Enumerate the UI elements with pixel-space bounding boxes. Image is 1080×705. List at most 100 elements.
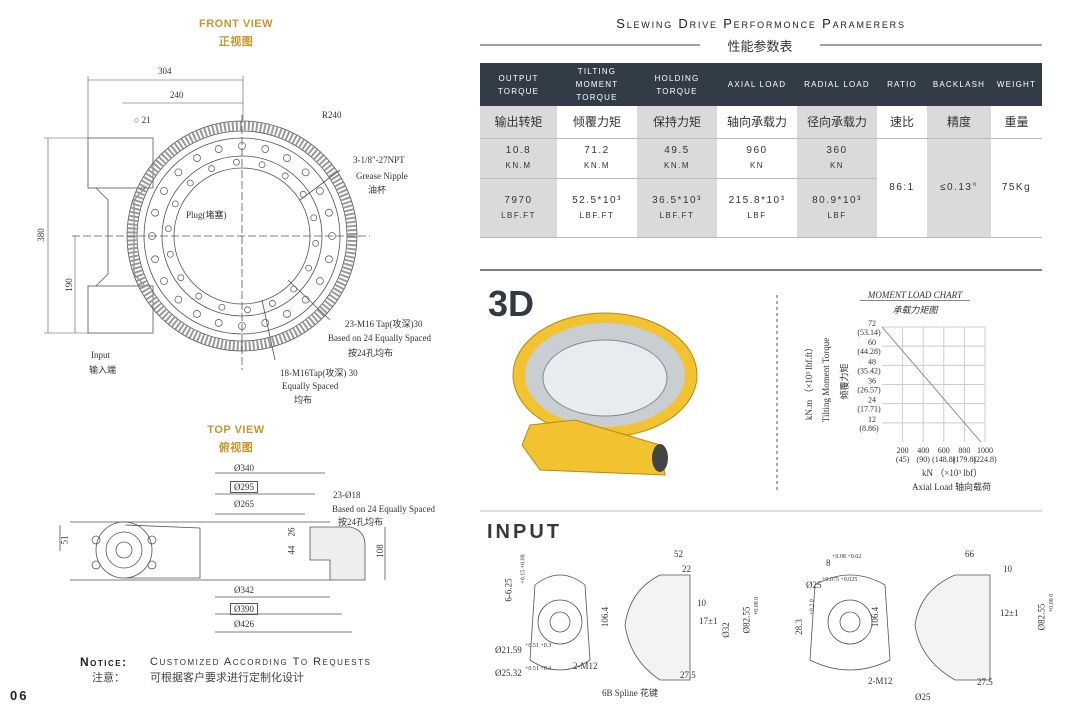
dim-d390: Ø390 (230, 603, 258, 615)
y-tick-label-imperial: (8.86) (859, 424, 879, 433)
input-dim-left-d2tol: +0.51 +0.3 (525, 643, 552, 649)
chart-xlabel2: Axial Load 轴向载荷 (912, 482, 991, 492)
label-grease-cn: 油杯 (368, 185, 387, 195)
chart-title: MOMENT LOAD CHART (860, 290, 970, 301)
input-dim-right-h28tol: +0.2 0 (809, 599, 816, 615)
unit: kN.m (505, 161, 532, 170)
value: 80.9*10³ (812, 194, 862, 206)
label-top-based: Based on 24 Equally Spaced (332, 504, 435, 514)
input-dim-left-d3: Ø25.32 (495, 668, 522, 678)
chart-xlabel: kN （×10³ lbf） (922, 468, 983, 478)
y-tick-label: 36 (868, 377, 876, 386)
label-equal-cn: 均布 (294, 395, 313, 405)
value: 10.8 (505, 145, 532, 156)
input-dim-right-d25: Ø25 (806, 580, 822, 590)
input-dim-left-d1: 6-6.25 (503, 578, 514, 602)
y-tick-label-imperial: (44.28) (857, 347, 881, 356)
cell: 71.2 kN.m (557, 138, 637, 179)
label-npt: 3-1/8"-27NPT (353, 155, 405, 165)
top-view-title: TOP VIEW (207, 424, 265, 436)
label-tap23: 23-M16 Tap(攻深)30 (345, 319, 423, 329)
input-dim-left-d82tol: +0.08 0 (754, 596, 761, 616)
performance-title-cn: 性能参数表 (727, 39, 793, 54)
value: 215.8*10³ (728, 194, 786, 206)
x-tick-label-imperial: (179.8) (953, 455, 977, 464)
input-dim-left-h: 106.4 (600, 606, 611, 628)
y-tick-label-imperial: (53.14) (857, 328, 881, 337)
unit: kN (749, 161, 765, 170)
input-dim-left-w52: 52 (674, 549, 683, 559)
input-dim-right-w27: 27.5 (977, 677, 993, 687)
cell: 960kN (717, 138, 797, 179)
notice-text: Customized According To Requests (150, 656, 372, 668)
input-dim-right-w66: 66 (965, 549, 974, 559)
input-dim-right-d82tol: +0.08 0 (1049, 593, 1056, 613)
unit: lbf.ft (659, 210, 695, 220)
input-dim-right-d25tol: +0.075 +0.025 (822, 577, 858, 583)
dim-21: ○ 21 (134, 115, 151, 125)
label-equal: Equally Spaced (282, 381, 339, 391)
header-cell: Holding Torque (637, 63, 717, 106)
notice-label: Notice: (80, 655, 128, 669)
label-input-cn: 输入端 (89, 365, 117, 375)
table-row: 输出转矩 倾覆力矩 保持力矩 轴向承载力 径向承载力 速比 精度 重量 (480, 106, 1042, 139)
header-cell: Radial Load (797, 63, 877, 106)
dim-304: 304 (158, 66, 172, 76)
input-dim-left-d2: Ø21.59 (495, 645, 522, 655)
dim-240: 240 (170, 90, 184, 100)
cell: 径向承载力 (797, 106, 877, 139)
section-3d-title: 3D (488, 283, 535, 324)
label-top-based-cn: 按24孔均布 (338, 517, 384, 527)
section-input-title: INPUT (487, 521, 562, 543)
input-dim-right-h: 106.4 (870, 606, 881, 628)
value: 36.5*10³ (652, 194, 702, 206)
y-tick-label: 60 (868, 338, 876, 347)
ratio-cell: 86:1 (877, 138, 927, 238)
value: 71.2 (584, 145, 610, 156)
x-tick-label-imperial: (148.8) (932, 455, 956, 464)
value: 52.5*10³ (572, 194, 622, 206)
cell: 10.8 kN.m (480, 138, 557, 179)
unit: kN.m (584, 161, 610, 170)
cell: 精度 (927, 106, 991, 139)
dim-r240: R240 (322, 110, 342, 120)
y-tick-label-imperial: (26.57) (857, 386, 881, 395)
input-dim-right-k8: 8 (826, 558, 831, 568)
cell: 49.5kN.m (637, 138, 717, 179)
label-input: Input (91, 350, 110, 360)
input-dim-right-s12: 12±1 (1000, 608, 1019, 618)
cell: 360kN (797, 138, 877, 179)
x-tick-label: 400 (917, 446, 929, 455)
cell: 7970 lbf.ft (480, 178, 557, 238)
performance-title: Slewing Drive Performonce Paramerers (616, 16, 906, 31)
performance-table: Output Torque Tilting Moment Torque Hold… (480, 63, 1042, 238)
cell: 保持力矩 (637, 106, 717, 139)
dim-d265: Ø265 (234, 499, 254, 509)
value: 7970 (504, 194, 533, 206)
y-tick-label-imperial: (17.71) (857, 405, 881, 414)
unit: kN.m (664, 161, 690, 170)
input-dim-right-m12: 2-M12 (868, 676, 893, 686)
input-dim-left-w27: 27.5 (680, 670, 696, 680)
dim-d342: Ø342 (234, 585, 254, 595)
header-cell: Backlash (927, 63, 991, 106)
label-plug: Plug(堵塞) (186, 210, 227, 220)
front-view-title-cn: 正视图 (218, 36, 254, 48)
input-dim-left-m12: 2-M12 (573, 661, 598, 671)
input-dim-left-d1tol: +0.15 +0.08 (520, 554, 527, 584)
cell: 36.5*10³ lbf.ft (637, 178, 717, 238)
cell: 轴向承载力 (717, 106, 797, 139)
front-view-title: FRONT VIEW (198, 18, 274, 30)
chart-ylabel-cn: 倾覆力矩 (839, 363, 850, 400)
x-tick-label-imperial: (224.8) (973, 455, 997, 464)
cell: 速比 (877, 106, 927, 139)
dim-d426: Ø426 (234, 619, 254, 629)
x-tick-label-imperial: (45) (896, 455, 910, 464)
table-row: 7970 lbf.ft 52.5*10³ lbf.ft 36.5*10³ lbf.ft… (480, 178, 1042, 238)
input-dim-left-w22: 22 (682, 564, 691, 574)
input-dim-left-d32: Ø32 (720, 622, 731, 638)
cell: 倾覆力矩 (557, 106, 637, 139)
unit: kN (829, 161, 845, 170)
unit: lbf.ft (501, 210, 536, 220)
y-tick-label: 48 (868, 357, 876, 366)
